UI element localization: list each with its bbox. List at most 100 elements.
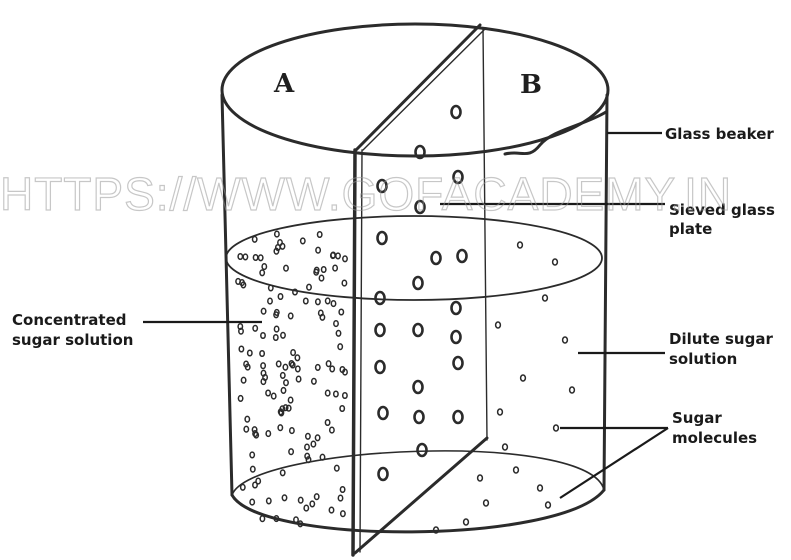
sugar-molecule	[518, 242, 523, 248]
sugar-molecule	[318, 232, 322, 238]
sugar-molecule	[563, 337, 568, 343]
sieve-hole	[454, 411, 463, 423]
sieve-hole	[452, 331, 461, 343]
sugar-molecule	[304, 505, 308, 511]
label-sugar-1: Sugar	[672, 409, 722, 427]
sugar-molecule	[316, 365, 320, 371]
sugar-molecule	[304, 298, 308, 304]
sugar-molecule	[260, 270, 264, 276]
sieve-hole	[379, 468, 388, 480]
sugar-molecule	[261, 363, 265, 369]
sieve-hole	[376, 361, 385, 373]
sugar-molecule	[554, 425, 559, 431]
sugar-molecule	[307, 284, 311, 290]
sugar-molecule	[334, 391, 338, 397]
sugar-molecule	[322, 267, 326, 273]
sugar-molecule	[329, 507, 333, 513]
sugar-molecule	[503, 444, 508, 450]
sugar-molecule	[284, 265, 288, 271]
sugar-molecule	[301, 238, 305, 244]
sugar-molecule	[281, 333, 285, 339]
sugar-molecule	[291, 350, 295, 356]
sugar-molecule	[514, 467, 519, 473]
compartment-a-label: A	[273, 69, 295, 99]
sugar-molecule	[250, 499, 254, 505]
sugar-molecule	[284, 380, 288, 386]
sugar-molecule	[272, 393, 276, 399]
sugar-molecule	[464, 519, 469, 525]
sieve-hole	[454, 357, 463, 369]
sugar-molecule	[310, 501, 314, 507]
sieve-hole	[376, 292, 385, 304]
sugar-molecule	[319, 275, 323, 281]
sieve-hole	[418, 444, 427, 456]
sugar-molecule	[281, 470, 285, 476]
label-sugar-2: molecules	[672, 429, 757, 447]
sieve-hole	[378, 232, 387, 244]
sugar-molecule	[238, 254, 242, 260]
sugar-molecule	[288, 397, 292, 403]
sugar-molecule	[278, 294, 282, 300]
sugar-molecule	[267, 498, 271, 504]
sugar-molecule	[245, 416, 249, 422]
sugar-molecule	[268, 298, 272, 304]
sugar-molecule	[331, 301, 335, 307]
sugar-molecule	[338, 344, 342, 350]
sieve-hole	[414, 381, 423, 393]
sugar-molecule	[311, 441, 315, 447]
sugar-molecule	[239, 346, 243, 352]
concentrated-solution-molecules	[236, 231, 347, 526]
sieve-hole	[432, 252, 441, 264]
sugar-molecule	[295, 355, 299, 361]
sieve-holes	[376, 106, 467, 480]
sugar-molecule	[336, 253, 340, 259]
watermark: HTTPS://WWW.GOFACADEMY.IN	[0, 168, 732, 220]
beaker-right-wall	[604, 95, 607, 490]
sieve-hole	[414, 324, 423, 336]
sugar-molecule	[254, 432, 258, 438]
sugar-molecule	[343, 256, 347, 262]
label-concentrated-1: Concentrated	[12, 311, 127, 329]
sugar-molecule	[326, 390, 330, 396]
sugar-molecule	[326, 361, 330, 367]
sugar-molecule	[274, 326, 278, 332]
sieved-glass-plate	[353, 25, 487, 555]
sieve-hole	[452, 106, 461, 118]
sugar-molecule	[277, 361, 281, 367]
label-concentrated-2: sugar solution	[12, 331, 133, 349]
beaker-bottom-back	[232, 451, 604, 495]
sugar-molecule	[315, 494, 319, 500]
leader-sugar-2	[560, 428, 668, 498]
sugar-molecule	[336, 331, 340, 337]
sugar-molecule	[296, 376, 300, 382]
sugar-molecule	[251, 466, 255, 472]
sugar-molecule	[312, 379, 316, 385]
sugar-molecule	[256, 478, 260, 484]
sugar-molecule	[335, 465, 339, 471]
sugar-molecule	[341, 511, 345, 517]
sugar-molecule	[325, 420, 329, 426]
sugar-molecule	[282, 495, 286, 501]
sieve-hole	[414, 277, 423, 289]
sugar-molecule	[330, 427, 334, 433]
label-sieved-plate-2: plate	[669, 220, 712, 238]
sugar-molecule	[340, 406, 344, 412]
sugar-molecule	[326, 298, 330, 304]
sugar-molecule	[521, 375, 526, 381]
sugar-molecule	[333, 265, 337, 271]
sugar-molecule	[250, 452, 254, 458]
sugar-molecule	[330, 366, 334, 372]
sieve-hole	[458, 250, 467, 262]
sugar-molecule	[334, 321, 338, 327]
sugar-molecule	[287, 405, 291, 411]
sugar-molecule	[543, 295, 548, 301]
sugar-molecule	[496, 322, 501, 328]
sugar-molecule	[484, 500, 489, 506]
sugar-molecule	[570, 387, 575, 393]
sugar-molecule	[342, 280, 346, 286]
sugar-molecule	[261, 308, 265, 314]
sugar-molecule	[338, 495, 342, 501]
sugar-molecule	[275, 231, 279, 237]
sugar-molecule	[290, 428, 294, 434]
